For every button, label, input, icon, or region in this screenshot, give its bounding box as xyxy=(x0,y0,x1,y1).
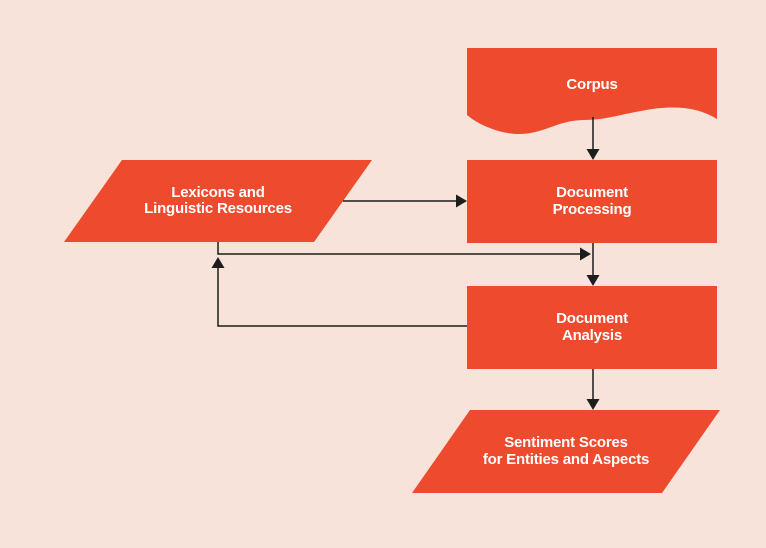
node-lexicons-line2: Linguistic Resources xyxy=(144,200,292,217)
node-sentiment-scores: Sentiment Scores for Entities and Aspect… xyxy=(412,410,720,493)
edge-processing-to-analysis-arrow xyxy=(586,243,600,286)
node-document-processing-line2: Processing xyxy=(552,200,632,218)
node-corpus-text: Corpus xyxy=(566,75,618,93)
node-sentiment-scores-line1: Sentiment Scores xyxy=(504,434,628,451)
node-sentiment-scores-line2: for Entities and Aspects xyxy=(482,450,650,468)
node-sentiment-scores-label: Sentiment Scores for Entities and Aspect… xyxy=(412,410,720,493)
node-document-analysis-line2: Analysis xyxy=(561,326,623,344)
node-document-processing-line1: Document xyxy=(556,184,628,201)
node-corpus-label: Corpus xyxy=(467,48,717,138)
node-document-processing: Document Processing xyxy=(467,160,717,243)
node-lexicons-line1: Lexicons and xyxy=(171,183,265,201)
node-document-analysis-line1: Document xyxy=(556,310,628,327)
edge-lexicons-to-processing-arrow xyxy=(343,194,467,208)
node-document-analysis-label: Document Analysis xyxy=(467,286,717,369)
node-document-analysis: Document Analysis xyxy=(467,286,717,369)
edge-lexicons-to-analysis-junction-arrow xyxy=(217,242,591,261)
edge-analysis-feedback-to-lexicons-arrow xyxy=(211,257,467,327)
document-shape xyxy=(467,48,717,135)
node-document-processing-label: Document Processing xyxy=(467,160,717,243)
node-corpus: Corpus xyxy=(467,48,717,138)
node-lexicons: Lexicons and Linguistic Resources xyxy=(64,160,372,242)
node-lexicons-label: Lexicons and Linguistic Resources xyxy=(64,160,372,242)
edge-analysis-to-sentiment-arrow xyxy=(586,369,600,410)
